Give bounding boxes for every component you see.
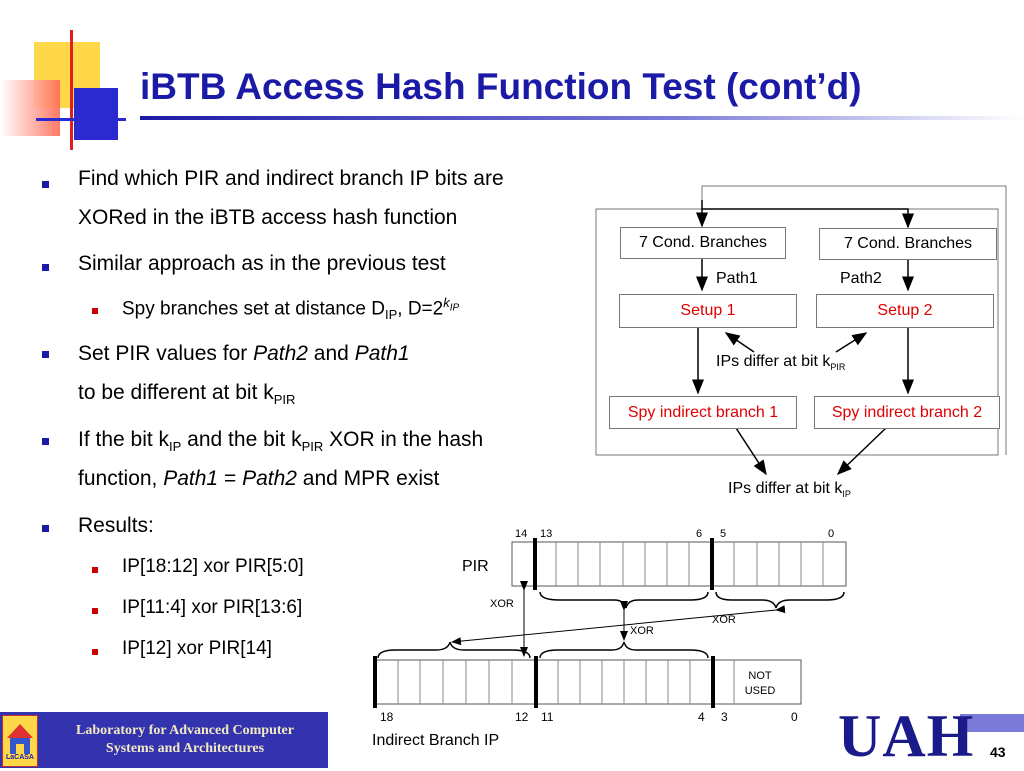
arrow-spy2-ipdiff (836, 427, 887, 476)
result-1: IP[18:12] xor PIR[5:0] (122, 556, 304, 577)
bullet-2-sub: Spy branches set at distance DIP, D=2kIP (122, 295, 460, 323)
arrow-pir-diff-left (724, 332, 755, 353)
page-number: 43 (990, 744, 1006, 760)
xor-label-1: XOR (490, 598, 514, 610)
bullet-marker (42, 181, 49, 188)
sub-bullet-marker (92, 308, 98, 314)
uah-logo: UAH (838, 703, 975, 769)
lab-name-line-2: Systems and Architectures (105, 741, 265, 756)
ip-cells (397, 660, 735, 704)
footer-band (0, 712, 328, 768)
deco-blue-block (74, 88, 118, 140)
bullet-2: Similar approach as in the previous test (78, 252, 446, 275)
lacasa-logo: LaCASA (2, 715, 38, 767)
bullet-4-line-1: If the bit kIP and the bit kPIR XOR in t… (78, 428, 484, 455)
bullet-marker (42, 264, 49, 271)
xor-label-3: XOR (712, 614, 736, 626)
ip-tick-18: 18 (380, 710, 394, 724)
ip-tick-12: 12 (515, 710, 529, 724)
xor-arrow-pir5-0-ip18-12 (451, 605, 786, 646)
ip-tick-4: 4 (698, 710, 705, 724)
lab-name: Laboratory for Advanced Computer Systems… (40, 722, 330, 758)
setup-1-box: Setup 1 (619, 294, 797, 328)
result-3: IP[12] xor PIR[14] (122, 638, 272, 659)
spy-indirect-branch-2-box: Spy indirect branch 2 (814, 396, 1000, 429)
ip-brace-11-4 (539, 641, 709, 659)
bullet-4-line-2: function, Path1 = Path2 and MPR exist (78, 467, 440, 490)
bullet-marker (42, 351, 49, 358)
path2-label: Path2 (840, 270, 882, 287)
arrow-pir-diff-right (835, 332, 868, 353)
title-underline (140, 116, 1024, 120)
not-used-line-1: NOT (748, 670, 772, 682)
deco-blue-hline (36, 118, 126, 121)
bullet-1-line-1: Find which PIR and indirect branch IP bi… (78, 167, 504, 190)
sub-bullet-marker (92, 567, 98, 573)
ips-differ-ip-label: IPs differ at bit kIP (728, 480, 851, 500)
bullet-marker (42, 438, 49, 445)
uah-accent-bar (960, 714, 1024, 732)
pir-tick-13: 13 (540, 528, 553, 540)
bullet-5: Results: (78, 514, 154, 537)
pir-tick-6: 6 (696, 528, 703, 540)
pir-tick-5: 5 (720, 528, 727, 540)
indirect-branch-ip-label: Indirect Branch IP (372, 732, 500, 749)
lab-name-line-1: Laboratory for Advanced Computer (76, 723, 294, 738)
pir-register (511, 541, 847, 587)
ip-tick-11: 11 (541, 710, 554, 724)
bullet-marker (42, 525, 49, 532)
arrow-spy1-ipdiff (735, 427, 767, 476)
xor-label-2: XOR (630, 625, 654, 637)
pir-brace-5-0 (715, 591, 845, 609)
bullet-1-line-2: XORed in the iBTB access hash function (78, 206, 458, 229)
setup-2-box: Setup 2 (816, 294, 994, 328)
path1-label: Path1 (716, 270, 758, 287)
slide-title: iBTB Access Hash Function Test (cont’d) (140, 66, 862, 107)
house-icon (7, 724, 33, 754)
bullet-3-line-1: Set PIR values for Path2 and Path1 (78, 342, 410, 365)
ip-tick-0: 0 (791, 710, 798, 724)
deco-red-block (0, 80, 60, 136)
pir-tick-14: 14 (515, 528, 528, 540)
lacasa-logo-text: LaCASA (5, 754, 34, 761)
sub-bullet-marker (92, 608, 98, 614)
bullet-3-line-2: to be different at bit kPIR (78, 381, 296, 408)
cond-branches-box-2: 7 Cond. Branches (819, 228, 997, 260)
pir-brace-13-6 (539, 591, 709, 609)
result-2: IP[11:4] xor PIR[13:6] (122, 597, 303, 618)
pir-label: PIR (462, 558, 489, 575)
pir-tick-0: 0 (828, 528, 835, 540)
deco-red-vline (70, 30, 73, 150)
spy-indirect-branch-1-box: Spy indirect branch 1 (609, 396, 797, 429)
not-used-line-2: USED (744, 685, 776, 697)
cond-branches-box-1: 7 Cond. Branches (620, 227, 786, 259)
ip-register (374, 659, 802, 705)
ip-tick-3: 3 (721, 710, 728, 724)
ips-differ-pir-label: IPs differ at bit kPIR (716, 353, 846, 373)
ip-brace-18-12 (377, 641, 531, 659)
sub-bullet-marker (92, 649, 98, 655)
arrow-loop-to-cond2 (702, 208, 914, 229)
